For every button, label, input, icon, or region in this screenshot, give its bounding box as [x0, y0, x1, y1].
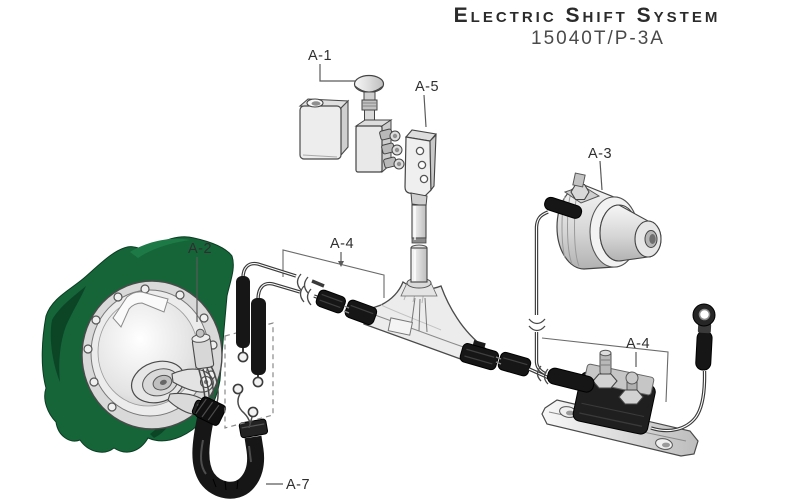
label-a4-right: A-4 — [626, 336, 650, 352]
shifter-pedestal — [363, 277, 487, 366]
cover-highlight — [130, 238, 190, 258]
callouts: A-1 A-2 A-3 A-4 A-4 A-5 A-7 — [188, 48, 650, 493]
relay-module — [298, 98, 350, 160]
wire-sleeve — [544, 196, 583, 219]
ring-terminal-1 — [237, 351, 249, 363]
pedestal-connectors — [315, 289, 532, 377]
cable-sleeve-2 — [251, 298, 266, 375]
label-a7: A-7 — [286, 477, 310, 493]
leader-a5 — [423, 94, 427, 128]
leader-a3 — [599, 160, 603, 191]
title-block: Electric Shift System 15040T/P-3A — [454, 4, 721, 49]
wire-break-vertical — [528, 316, 546, 332]
breaker-terminal-1 — [592, 349, 618, 389]
solenoid-wire — [528, 196, 583, 376]
dome-strap — [112, 291, 169, 328]
label-a3: A-3 — [588, 146, 612, 162]
ring-terminal-4 — [247, 406, 259, 418]
bracket-a4-right — [541, 337, 669, 403]
ring-terminal-3 — [232, 383, 244, 395]
push-button-switch — [353, 74, 405, 174]
cover-fold-shadow — [50, 286, 86, 382]
lower-shaft — [410, 247, 428, 283]
bracket-a4-left — [282, 249, 385, 298]
terminal-sleeve — [695, 330, 713, 371]
u-boot-hose — [191, 396, 269, 499]
solenoid — [556, 172, 662, 270]
ring-terminal-2 — [252, 376, 264, 388]
leader-a1 — [319, 64, 356, 82]
breaker-terminal-2 — [618, 371, 644, 405]
label-a2: A-2 — [188, 241, 212, 257]
label-a5: A-5 — [415, 79, 439, 95]
cover-fold-shadow2 — [150, 406, 178, 438]
corrugated-sleeve — [194, 396, 227, 426]
switch-terminals — [379, 128, 405, 170]
hub-yoke — [130, 328, 215, 416]
page-title: Electric Shift System — [454, 4, 721, 27]
breaker-lead-sleeve — [546, 367, 595, 393]
cable-sleeve-1 — [236, 276, 250, 348]
circuit-breaker-assembly — [541, 349, 699, 457]
ring-terminal-wire — [650, 303, 716, 433]
shift-handle — [404, 129, 438, 283]
gear-housing-assembly — [41, 236, 234, 453]
label-a1: A-1 — [308, 48, 332, 64]
label-a4-left: A-4 — [330, 236, 354, 252]
wire-break-left — [296, 273, 312, 306]
model-number: 15040T/P-3A — [531, 28, 665, 49]
upper-shaft — [411, 204, 427, 239]
